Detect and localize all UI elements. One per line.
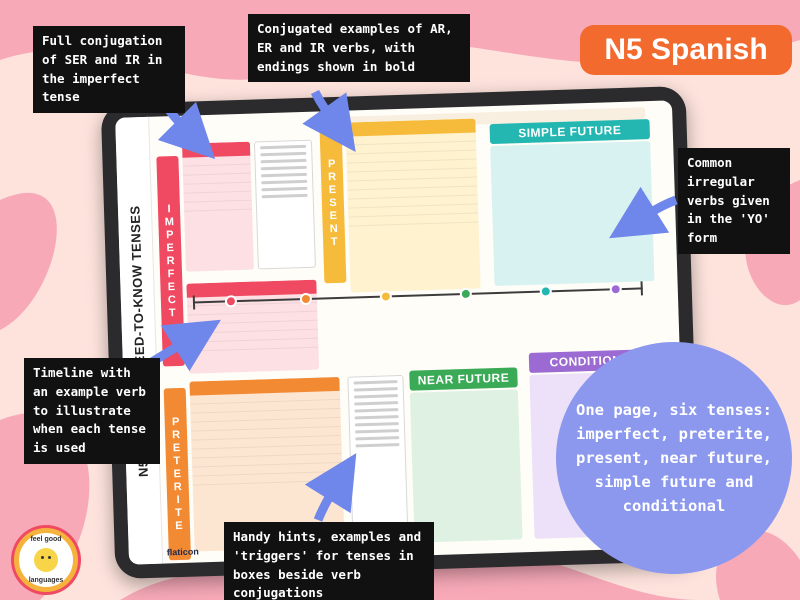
callout-full-conjugation: Full conjugation of SER and IR in the im… xyxy=(33,26,185,113)
timeline-tick xyxy=(192,295,196,310)
simple-future-heading: SIMPLE FUTURE xyxy=(489,119,651,145)
present-band: PRESENT xyxy=(319,122,347,284)
present-conjugation-table xyxy=(345,118,481,293)
callout-conjugated-examples: Conjugated examples of AR, ER and IR ver… xyxy=(248,14,470,83)
feel-good-languages-logo: feel good languages xyxy=(14,528,78,592)
summary-circle: One page, six tenses: imperfect, preteri… xyxy=(556,342,792,574)
logo-text-top: feel good xyxy=(30,536,62,543)
summary-text: One page, six tenses: imperfect, preteri… xyxy=(576,400,772,516)
preterite-hints-box xyxy=(347,374,409,547)
callout-hints: Handy hints, examples and 'triggers' for… xyxy=(224,522,434,600)
preterite-band: PRETERITE xyxy=(163,387,192,561)
logo-text-bottom: languages xyxy=(28,577,64,584)
imperfect-ser-ir-table xyxy=(181,141,254,272)
near-future-block xyxy=(409,389,523,543)
callout-irregular-verbs: Common irregular verbs given in the 'YO'… xyxy=(678,148,790,254)
callout-timeline: Timeline with an example verb to illustr… xyxy=(24,358,160,464)
timeline-dot-near-future xyxy=(459,287,473,301)
simple-future-block xyxy=(490,141,655,287)
imperfect-conjugation-table xyxy=(186,279,320,374)
timeline-dot-simple-future xyxy=(539,285,552,298)
imperfect-band: IMPERFECT xyxy=(156,155,185,367)
n5-spanish-badge: N5 Spanish xyxy=(580,25,792,75)
near-future-heading: NEAR FUTURE xyxy=(409,367,518,391)
timeline-dot-conditional xyxy=(609,283,622,296)
timeline-dot-present xyxy=(379,290,393,303)
timeline-tick xyxy=(640,281,643,296)
imperfect-hints-box xyxy=(253,139,316,270)
flaticon-credit: flaticon xyxy=(166,546,199,558)
smiley-face-icon xyxy=(34,548,58,572)
